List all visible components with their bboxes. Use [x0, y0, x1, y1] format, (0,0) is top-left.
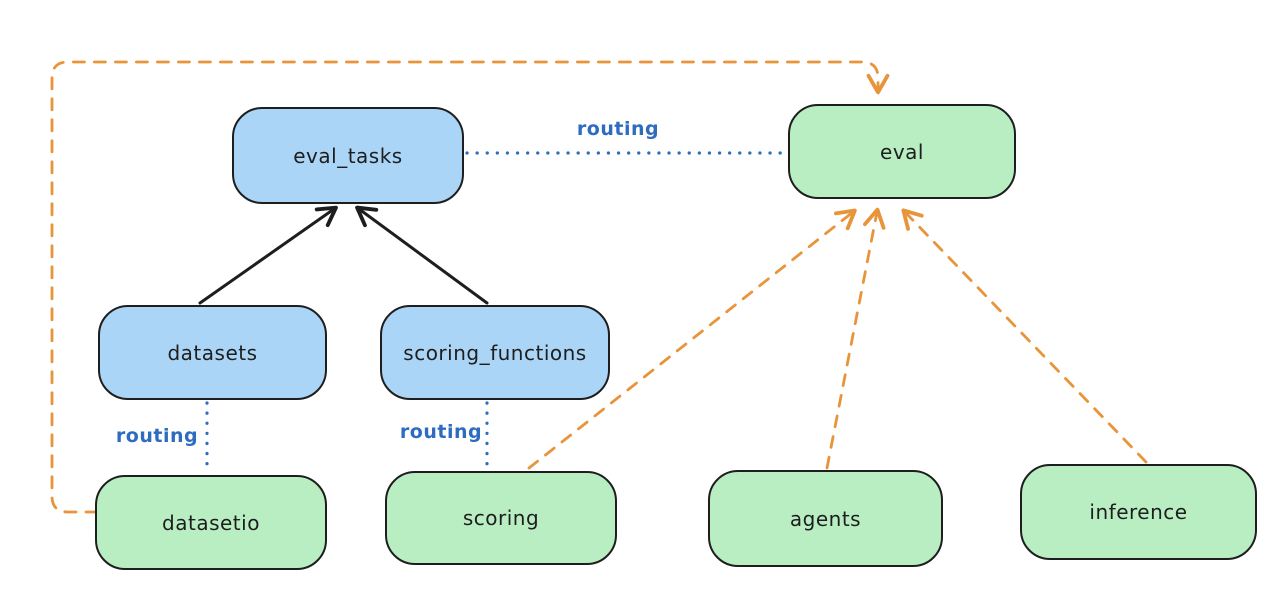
edge-agents-to-eval-dashed-arrow [825, 207, 886, 470]
node-eval-tasks-label: eval_tasks [293, 143, 403, 168]
node-agents: agents [708, 470, 943, 567]
node-inference-label: inference [1089, 500, 1188, 524]
node-datasets: datasets [98, 305, 327, 400]
node-scoring: scoring [385, 471, 617, 565]
edge-label-routing-eval-tasks-eval: routing [576, 118, 660, 140]
node-eval-label: eval [880, 139, 924, 164]
node-scoring-functions-label: scoring_functions [403, 340, 587, 365]
node-scoring-functions: scoring_functions [380, 305, 610, 400]
node-datasets-label: datasets [167, 340, 258, 365]
edge-label-routing-datasets-datasetio: routing [115, 425, 199, 447]
node-datasetio-label: datasetio [162, 510, 260, 535]
node-datasetio: datasetio [95, 475, 327, 570]
edge-datasets-to-eval-tasks-arrow [198, 205, 338, 305]
node-eval-tasks: eval_tasks [232, 107, 464, 204]
edge-label-routing-scoring-functions-scoring: routing [399, 421, 483, 443]
edge-scoring-to-eval-dashed-arrow [527, 208, 857, 470]
edge-datasetio-to-eval-dashed-arrow [50, 60, 890, 514]
edge-scoring-functions-to-eval-tasks-arrow [355, 205, 489, 305]
edge-inference-to-eval-dashed-arrow [901, 208, 1148, 464]
node-scoring-label: scoring [462, 506, 540, 530]
node-eval: eval [788, 104, 1016, 199]
node-inference: inference [1020, 464, 1257, 560]
node-agents-label: agents [789, 506, 862, 531]
